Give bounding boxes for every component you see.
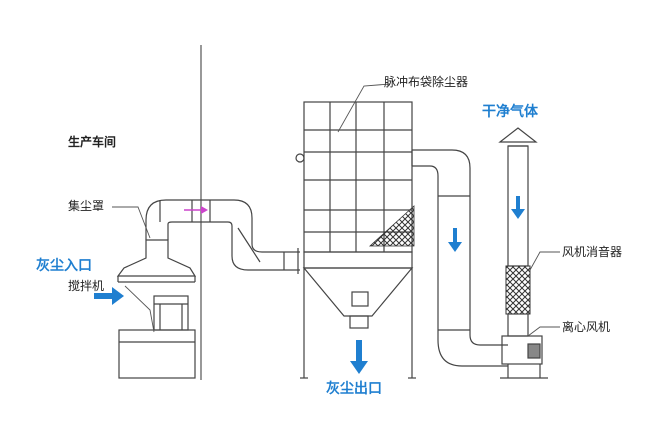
pulse-bag-collector [295,101,416,379]
flow-arrow-in-duct [184,206,208,214]
outlet-duct [411,149,508,367]
workshop-label: 生产车间 [68,135,117,149]
centrifugal-fan [500,313,548,379]
dust-inlet-arrow [94,287,124,305]
duct-down-arrow [448,228,462,252]
clean-gas-label: 干净气体 [482,104,538,120]
dust-hood [116,239,197,283]
dust-outlet-arrow [350,340,368,374]
silencer-label: 风机消音器 [562,245,623,259]
dust-inlet-label: 灰尘入口 [36,258,92,274]
hood-label: 集尘罩 [68,199,105,213]
mixer [118,295,196,379]
filter-mesh [368,205,415,247]
fan-label: 离心风机 [562,320,611,334]
silencer [505,265,531,315]
collector-label: 脉冲布袋除尘器 [384,75,469,89]
dust-outlet-label: 灰尘出口 [326,381,382,397]
stack-down-arrow [511,196,525,219]
mixer-label: 搅拌机 [68,279,105,293]
inlet-duct [145,199,300,274]
leader-lines [112,83,560,337]
